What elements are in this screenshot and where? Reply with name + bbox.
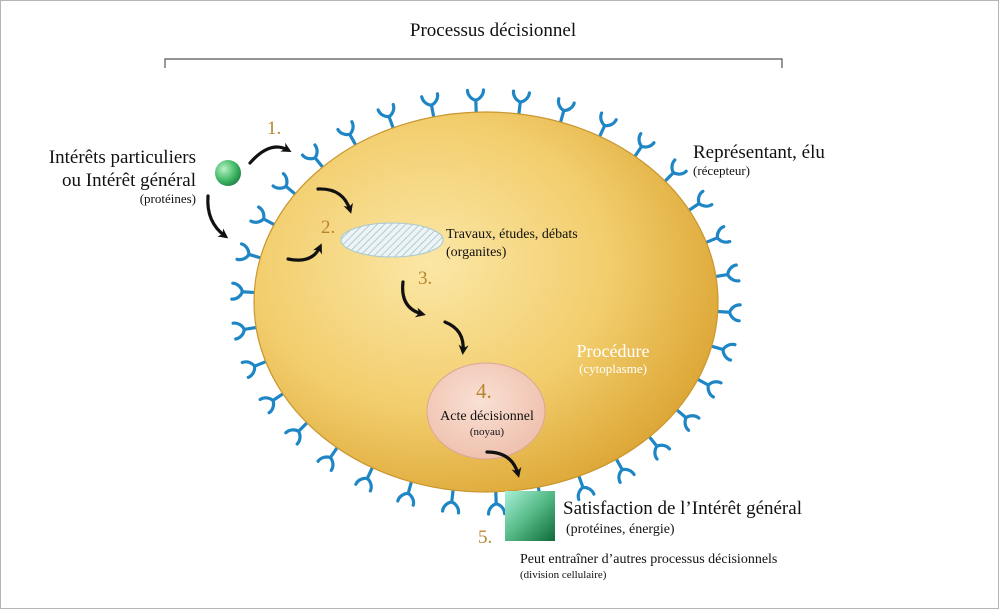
input-label-line1: Intérêts particuliers	[49, 147, 196, 168]
cell-body	[253, 111, 719, 493]
arrow-side-to-organelle	[286, 243, 322, 262]
output-note: Peut entraîner d’autres processus décisi…	[520, 552, 777, 567]
step-2: 2.	[321, 217, 335, 238]
protein-icon	[215, 160, 241, 186]
step-4: 4.	[476, 379, 492, 403]
receptor-icon	[714, 303, 742, 323]
arrow-nucleus-to-output	[485, 450, 522, 478]
title-bracket	[164, 58, 783, 68]
diagram-title: Processus décisionnel	[410, 20, 576, 41]
process-arrows	[206, 142, 522, 478]
input-label-line2: ou Intérêt général	[62, 170, 196, 191]
arrow-input-down	[206, 194, 229, 239]
output-label: Satisfaction de l’Intérêt général	[563, 498, 802, 519]
receptor-icon	[465, 88, 486, 116]
organelle-sub: (organites)	[446, 245, 507, 260]
receptor-icon	[230, 281, 258, 301]
receptor-label: Représentant, élu	[693, 142, 825, 163]
receptor-icon	[486, 488, 507, 516]
organelle	[340, 222, 444, 258]
step-5: 5.	[478, 527, 492, 548]
step-1: 1.	[267, 118, 281, 139]
receptor-sub: (récepteur)	[693, 163, 750, 178]
output-protein-square	[505, 491, 555, 541]
arrow-input-to-receptor	[248, 142, 292, 165]
nucleus-sub: (noyau)	[470, 426, 505, 438]
organelle-label: Travaux, études, débats	[446, 227, 578, 242]
nucleus	[426, 362, 546, 460]
output-note-sub: (division cellulaire)	[520, 569, 607, 581]
cytoplasm-sub: (cytoplasme)	[579, 361, 647, 376]
step-3: 3.	[418, 268, 432, 289]
cytoplasm-label: Procédure	[577, 341, 650, 361]
nucleus-label: Acte décisionnel	[440, 409, 534, 424]
output-sub: (protéines, énergie)	[566, 522, 675, 537]
input-sub: (protéines)	[140, 191, 196, 206]
arrow-organelle-to-nucleus-1	[401, 280, 426, 318]
arrow-receptor-to-organelle	[316, 187, 353, 214]
arrow-organelle-to-nucleus-2	[443, 320, 469, 355]
